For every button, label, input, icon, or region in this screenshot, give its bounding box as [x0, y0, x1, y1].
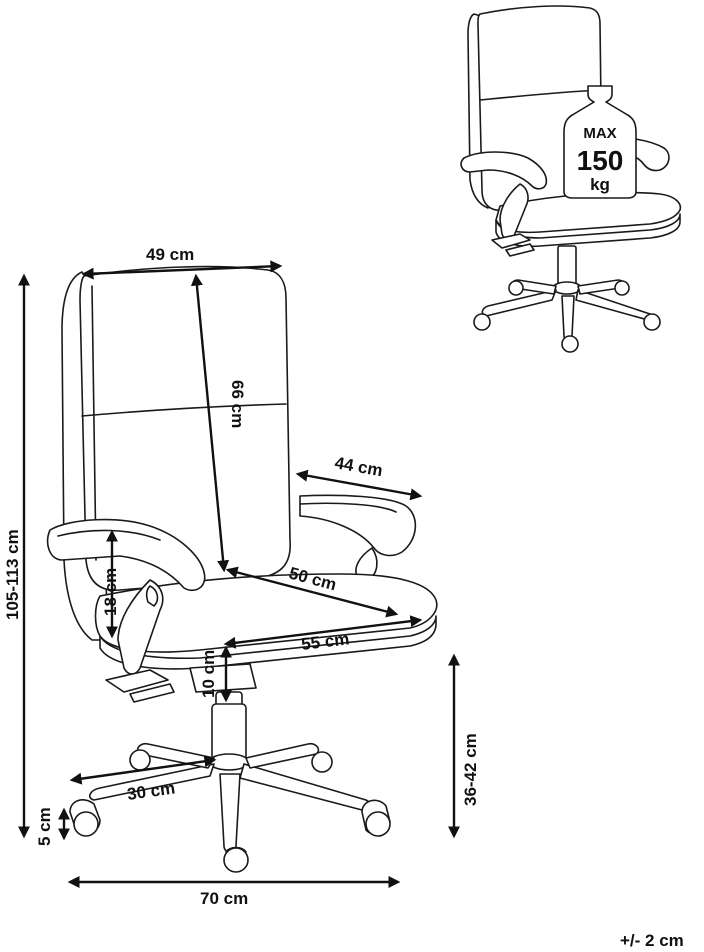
dim-line-seat-width [223, 615, 423, 649]
label-base-width: 70 cm [200, 889, 248, 908]
label-total-height: 105-113 cm [3, 529, 22, 620]
dim-line-armrest-length [295, 469, 423, 501]
label-tolerance: +/- 2 cm [620, 931, 684, 950]
dim-line-leg-length [69, 755, 217, 785]
small-chair-illustration [460, 5, 682, 353]
dim-line-seat-back-width [81, 260, 283, 280]
label-caster-height: 5 cm [35, 807, 54, 846]
badge-unit: kg [590, 175, 610, 194]
caster [69, 799, 101, 837]
caster [129, 749, 151, 771]
dim-line-backrest-height [190, 273, 230, 573]
label-seat-back-width: 49 cm [146, 245, 194, 264]
dimension-lines [18, 260, 460, 888]
dim-line-seat-depth [225, 566, 399, 618]
label-seat-thickness: 10 cm [199, 650, 218, 698]
label-backrest-height: 66 cm [228, 380, 247, 428]
label-armrest-length: 44 cm [333, 453, 384, 480]
label-armrest-height: 18 cm [101, 568, 120, 616]
caster [311, 751, 333, 773]
caster [223, 846, 249, 873]
badge-max-label: MAX [583, 125, 616, 142]
label-seat-height: 36-42 cm [461, 733, 480, 806]
badge-weight-value: 150 [577, 145, 624, 176]
max-load-badge [563, 85, 637, 199]
caster [361, 799, 391, 837]
